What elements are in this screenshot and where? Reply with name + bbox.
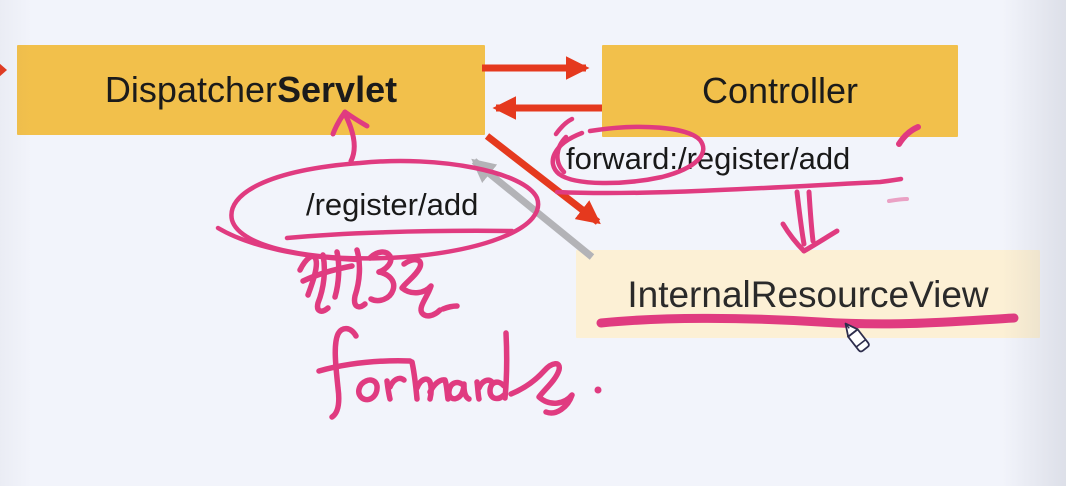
internal-resource-view-box: InternalResourceView	[576, 250, 1040, 338]
underline-forward-path	[554, 176, 904, 196]
dispatcher-servlet-label: DispatcherServlet	[104, 69, 398, 110]
internal-resource-view-label: InternalResourceView	[627, 273, 989, 315]
handwritten-scribble	[297, 247, 460, 319]
faint-dash	[887, 197, 909, 203]
controller-label: Controller	[701, 70, 859, 111]
pink-double-arrow-to-view	[780, 189, 840, 254]
handwritten-forward-word	[316, 325, 602, 420]
arrow-fragment-left-edge	[0, 63, 7, 77]
controller-box: Controller	[602, 45, 958, 137]
forward-path-label: forward:/register/add	[566, 141, 851, 176]
dispatcher-servlet-box: DispatcherServlet	[17, 45, 485, 135]
register-path-label: /register/add	[306, 187, 479, 222]
underline-register-path	[284, 228, 515, 241]
